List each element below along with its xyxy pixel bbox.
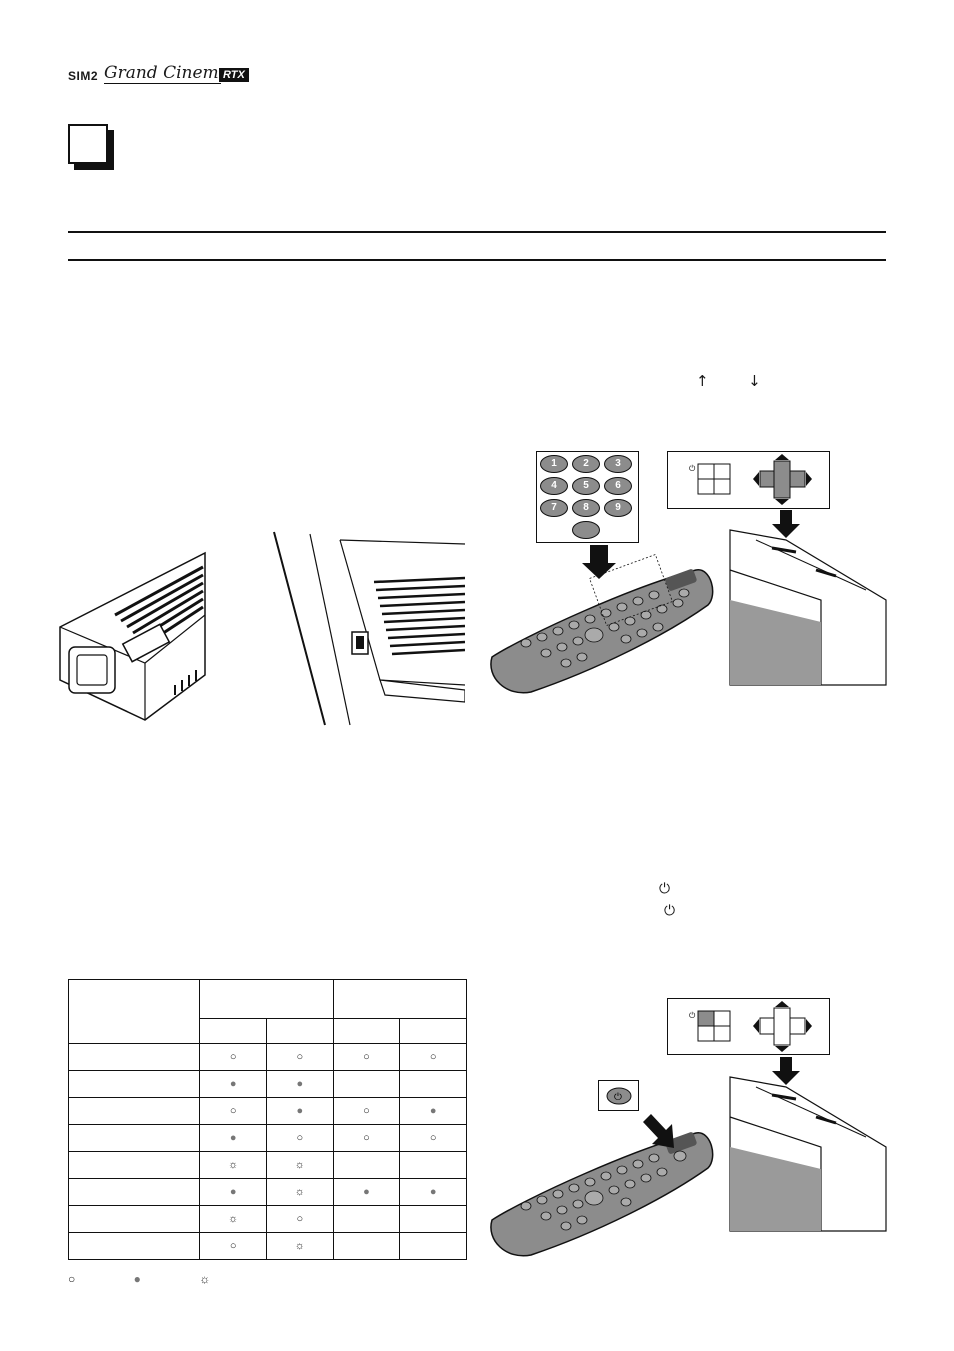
- control-panel-diagram-standby: ⏻: [667, 998, 830, 1055]
- rear-panel-illustration: [273, 531, 465, 726]
- table-header-cell: [199, 979, 334, 1019]
- legend-on-icon: ●: [133, 1272, 141, 1286]
- led-state-cell: [399, 1151, 467, 1179]
- table-row: ○☼: [67, 1232, 467, 1260]
- chapter-marker-box: [68, 124, 108, 164]
- remote-control-illustration-power: [490, 1114, 714, 1257]
- keypad-key-5: 5: [572, 477, 600, 495]
- arrow-up-icon: ↑: [696, 372, 709, 390]
- table-header-cell: [67, 979, 201, 1044]
- led-state-cell: [399, 1205, 467, 1233]
- table-row: ☼☼: [67, 1151, 467, 1179]
- table-header-cell: [199, 1018, 267, 1044]
- arrow-keys-reference: ↑ ↓: [696, 372, 761, 390]
- led-state-cell: ○: [265, 1043, 334, 1071]
- row-label-cell: [67, 1151, 201, 1179]
- svg-text:⏻: ⏻: [689, 464, 696, 473]
- led-state-cell: ☼: [199, 1205, 267, 1233]
- brand-underline: [104, 83, 221, 84]
- keypad-key-6: 6: [604, 477, 632, 495]
- table-header-cell: [399, 1018, 467, 1044]
- keypad-key-1: 1: [540, 455, 568, 473]
- led-state-cell: ○: [332, 1043, 401, 1071]
- remote-control-illustration: [490, 545, 714, 694]
- led-state-cell: ●: [265, 1070, 334, 1098]
- led-state-cell: [399, 1070, 467, 1098]
- legend-off-icon: ○: [68, 1272, 76, 1286]
- keypad-key-7: 7: [540, 499, 568, 517]
- table-header-cell: [332, 979, 468, 1019]
- keypad-key-blank: [572, 521, 600, 539]
- row-label-cell: [67, 1232, 201, 1260]
- row-label-cell: [67, 1070, 201, 1098]
- led-state-cell: ○: [199, 1043, 267, 1071]
- table-row: ☼○: [67, 1205, 467, 1233]
- numeric-keypad-panel: [536, 451, 639, 543]
- led-state-cell: ☼: [265, 1178, 334, 1206]
- table-row: ●☼●●: [67, 1178, 467, 1206]
- keypad-key-8: 8: [572, 499, 600, 517]
- led-state-cell: ○: [265, 1124, 334, 1152]
- led-state-cell: ●: [265, 1097, 334, 1125]
- led-state-cell: ●: [199, 1070, 267, 1098]
- led-state-cell: ●: [332, 1178, 401, 1206]
- led-state-cell: ●: [199, 1178, 267, 1206]
- power-button-callout: ⏻: [598, 1080, 639, 1111]
- led-state-cell: ☼: [265, 1232, 334, 1260]
- table-header-cell: [332, 1018, 401, 1044]
- brand-model: RTX: [219, 68, 249, 82]
- arrow-down-icon: ↓: [748, 372, 761, 390]
- legend-blink-icon: ☼: [199, 1272, 211, 1286]
- led-legend: ○ ● ☼: [68, 1272, 265, 1286]
- led-state-cell: ●: [199, 1124, 267, 1152]
- brand-name: Grand Cinema: [104, 63, 229, 83]
- led-state-cell: ○: [199, 1097, 267, 1125]
- led-state-cell: ○: [399, 1124, 467, 1152]
- section-rule-bottom: [68, 259, 886, 261]
- power-icon: ⏻: [664, 903, 676, 919]
- projector-corner-illustration-standby: [729, 1057, 887, 1232]
- brand-prefix: SIM2: [68, 69, 99, 83]
- led-state-cell: [332, 1232, 401, 1260]
- section-rule-top: [68, 231, 886, 233]
- led-state-cell: ☼: [199, 1151, 267, 1179]
- row-label-cell: [67, 1205, 201, 1233]
- table-row: ●○○○: [67, 1124, 467, 1152]
- led-state-cell: ○: [332, 1097, 401, 1125]
- keypad-key-2: 2: [572, 455, 600, 473]
- led-state-cell: ○: [199, 1232, 267, 1260]
- svg-text:⏻: ⏻: [614, 1092, 622, 1103]
- table-row: ○○○○: [67, 1043, 467, 1071]
- power-switch-illustration: [59, 551, 206, 721]
- led-state-cell: ●: [399, 1097, 467, 1125]
- power-icon: ⏻: [659, 881, 671, 897]
- row-label-cell: [67, 1124, 201, 1152]
- led-state-cell: [332, 1205, 401, 1233]
- keypad-key-3: 3: [604, 455, 632, 473]
- led-state-cell: ●: [399, 1178, 467, 1206]
- led-state-cell: [399, 1232, 467, 1260]
- row-label-cell: [67, 1043, 201, 1071]
- led-state-cell: ○: [332, 1124, 401, 1152]
- keypad-key-9: 9: [604, 499, 632, 517]
- led-state-cell: ☼: [265, 1151, 334, 1179]
- led-state-cell: [332, 1151, 401, 1179]
- row-label-cell: [67, 1178, 201, 1206]
- row-label-cell: [67, 1097, 201, 1125]
- led-status-table: ○○○○●●○●○●●○○○☼☼●☼●●☼○○☼: [67, 979, 468, 1260]
- brand-logo: SIM2 Grand Cinema RTX: [68, 63, 253, 86]
- control-panel-diagram: ⏻: [667, 451, 830, 509]
- table-row: ○●○●: [67, 1097, 467, 1125]
- svg-text:⏻: ⏻: [689, 1011, 696, 1020]
- keypad-key-4: 4: [540, 477, 568, 495]
- table-row: ●●: [67, 1070, 467, 1098]
- led-state-cell: ○: [399, 1043, 467, 1071]
- table-header-cell: [265, 1018, 334, 1044]
- projector-corner-illustration: [729, 510, 887, 686]
- led-state-cell: [332, 1070, 401, 1098]
- led-state-cell: ○: [265, 1205, 334, 1233]
